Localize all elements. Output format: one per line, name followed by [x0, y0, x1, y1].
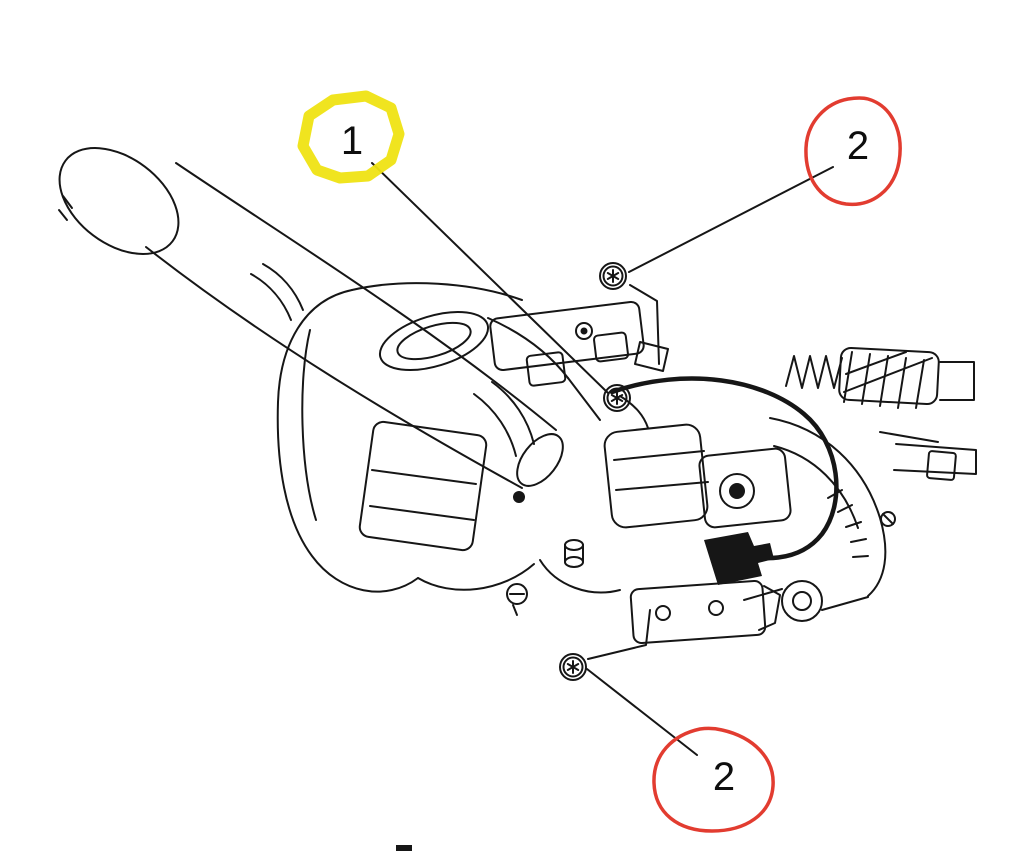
torx-screw-icon-top — [599, 262, 627, 290]
yellow-highlight-circle — [297, 90, 405, 184]
callout-label-2-bottom: 2 — [712, 755, 736, 799]
upper-bracket — [489, 300, 669, 387]
mounting-bracket — [743, 417, 896, 622]
callout-label-1: 1 — [340, 119, 364, 163]
bottom-edge-artifact — [396, 845, 412, 851]
torx-screw-icon-upper-center — [603, 384, 631, 412]
leader-line-callout-2-top — [628, 166, 834, 273]
red-highlight-circle-top — [804, 96, 902, 207]
shift-lever — [58, 147, 564, 489]
ignition-switch — [603, 423, 792, 585]
intermediate-shaft — [785, 346, 977, 481]
leader-line-callout-1 — [371, 162, 609, 394]
torx-screw-icon-bottom — [559, 653, 587, 681]
wiring-harness — [609, 376, 839, 561]
callout-label-2-top: 2 — [846, 124, 870, 168]
leader-line-callout-2-bottom — [586, 668, 698, 756]
red-highlight-circle-bottom — [652, 726, 775, 833]
screw-link-bottom — [587, 609, 651, 660]
lower-bracket — [506, 539, 781, 644]
column-housing — [276, 282, 601, 593]
screw-link-top — [629, 284, 660, 365]
